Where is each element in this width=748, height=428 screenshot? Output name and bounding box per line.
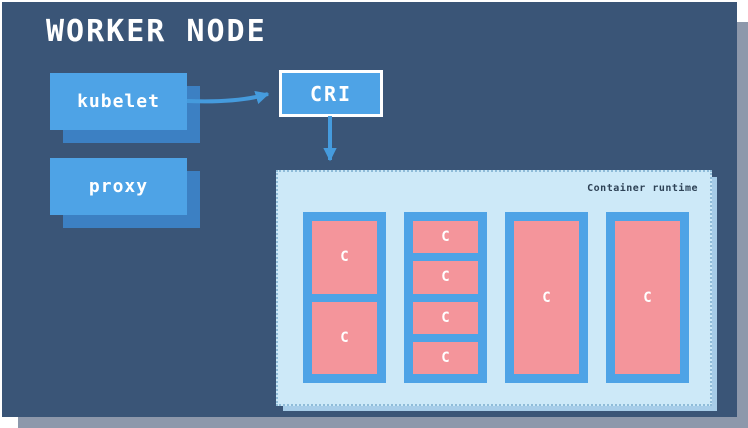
container-label: C xyxy=(643,289,652,306)
container-label: C xyxy=(441,349,450,366)
pod-2: C C C C xyxy=(404,212,487,383)
container-label: C xyxy=(441,309,450,326)
container-box: C xyxy=(312,221,377,294)
container-label: C xyxy=(542,289,551,306)
container-box: C xyxy=(312,301,377,374)
container-box: C xyxy=(413,221,478,254)
container-box: C xyxy=(615,221,680,374)
container-label: C xyxy=(340,249,349,266)
cri-label: CRI xyxy=(309,81,353,106)
container-label: C xyxy=(441,269,450,286)
container-box: C xyxy=(413,341,478,374)
container-runtime-label: Container runtime xyxy=(587,183,698,194)
kubelet-label: kubelet xyxy=(77,91,160,112)
pod-3: C xyxy=(505,212,588,383)
container-box: C xyxy=(413,261,478,294)
proxy-box: proxy xyxy=(50,158,187,215)
page-title: WORKER NODE xyxy=(46,14,267,49)
kubelet-box: kubelet xyxy=(50,73,187,130)
proxy-label: proxy xyxy=(88,176,149,197)
container-label: C xyxy=(340,329,349,346)
container-box: C xyxy=(413,301,478,334)
cri-box: CRI xyxy=(279,70,383,117)
container-label: C xyxy=(441,229,450,246)
worker-node-panel: WORKER NODE kubelet proxy CRI Container … xyxy=(2,2,737,417)
container-box: C xyxy=(514,221,579,374)
pod-4: C xyxy=(606,212,689,383)
